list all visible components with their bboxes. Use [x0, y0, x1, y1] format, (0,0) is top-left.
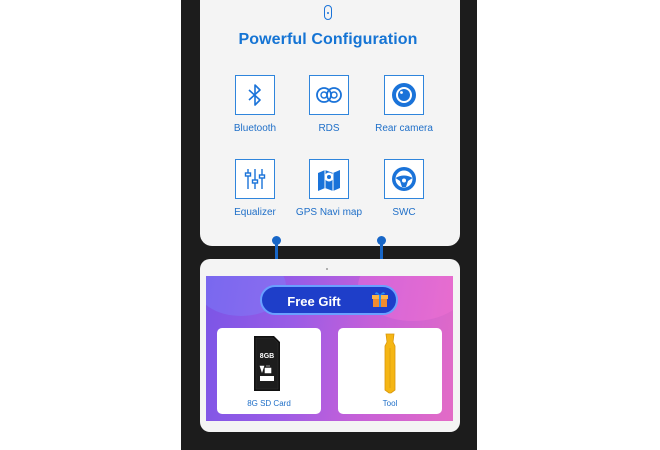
feature-swc: SWC [364, 159, 444, 218]
feature-equalizer: Equalizer [215, 159, 295, 218]
feature-label: GPS Navi map [295, 207, 363, 218]
microphone-icon [324, 5, 332, 20]
sd-card-icon: 8GB [254, 336, 280, 391]
feature-label: Bluetooth [233, 123, 277, 134]
feature-rds: RDS [289, 75, 369, 134]
rds-icon [316, 87, 342, 103]
feature-label: SWC [392, 207, 416, 218]
bluetooth-icon [248, 84, 261, 106]
pry-tool-icon [384, 333, 396, 394]
feature-gps-navi-map: GPS Navi map [289, 159, 369, 218]
free-gift-banner: Free Gift [260, 285, 398, 315]
sd-card-capacity: 8GB [260, 353, 274, 360]
steering-wheel-icon [392, 167, 416, 191]
configuration-card [200, 0, 460, 246]
camera-icon [392, 83, 416, 107]
map-icon [318, 170, 340, 191]
feature-label: RDS [318, 123, 340, 134]
feature-label: Rear camera [375, 123, 433, 134]
feature-rear-camera: Rear camera [364, 75, 444, 134]
free-gift-label: Free Gift [287, 294, 341, 309]
gift-item-label: 8G SD Card [247, 399, 291, 408]
section-title: Powerful Configuration [238, 31, 418, 48]
equalizer-icon [244, 169, 266, 189]
camera-dot [326, 268, 328, 270]
gift-item-sd-card: 8GB 8G SD Card [217, 328, 321, 414]
gift-item-label: Tool [382, 399, 398, 408]
gift-box-icon [372, 292, 388, 307]
feature-label: Equalizer [234, 207, 276, 218]
gift-item-tool: Tool [338, 328, 442, 414]
feature-bluetooth: Bluetooth [215, 75, 295, 134]
